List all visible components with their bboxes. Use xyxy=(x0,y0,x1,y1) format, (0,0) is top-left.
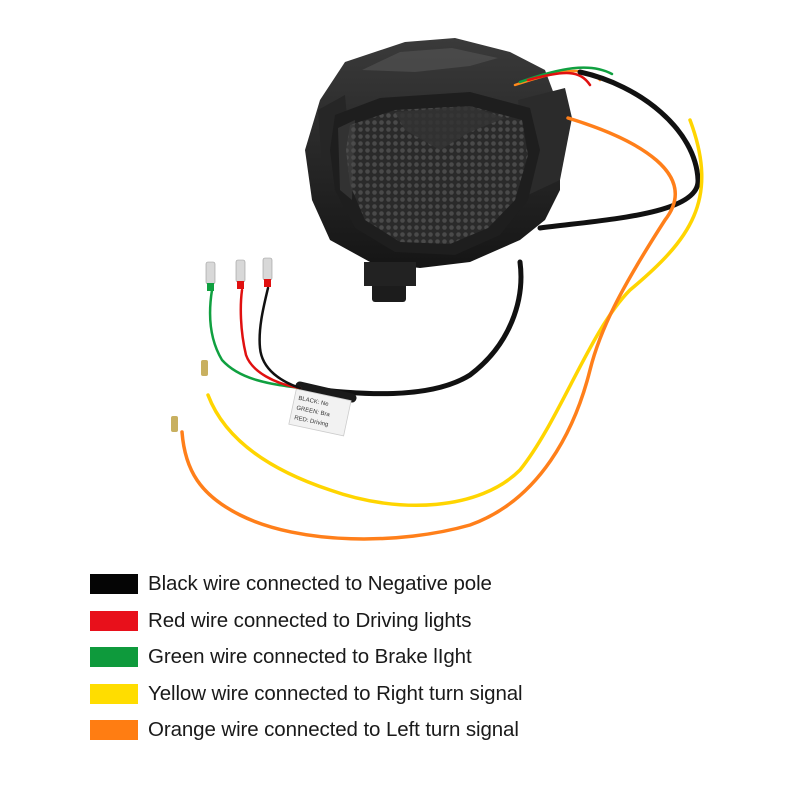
legend-label-red: Red wire connected to Driving lights xyxy=(148,608,472,632)
tail-light-housing xyxy=(305,38,572,302)
product-photo: BLACK: Ne GREEN: Bra RED: Driving xyxy=(171,38,704,541)
legend-row-red: Red wire connected to Driving lights xyxy=(90,603,770,640)
legend-row-yellow: Yellow wire connected to Right turn sign… xyxy=(90,676,770,713)
red-swatch xyxy=(90,610,138,631)
wire-terminals xyxy=(171,257,273,432)
black-swatch xyxy=(90,574,138,595)
legend-row-green: Green wire connected to Brake lIght xyxy=(90,639,770,676)
yellow-swatch xyxy=(90,683,138,704)
legend-label-black: Black wire connected to Negative pole xyxy=(148,572,492,596)
legend-label-yellow: Yellow wire connected to Right turn sign… xyxy=(148,681,523,705)
legend-label-orange: Orange wire connected to Left turn signa… xyxy=(148,718,519,742)
wire-color-legend: Black wire connected to Negative pole Re… xyxy=(90,566,770,749)
legend-row-black: Black wire connected to Negative pole xyxy=(90,566,770,603)
green-swatch xyxy=(90,647,138,668)
legend-label-green: Green wire connected to Brake lIght xyxy=(148,645,472,669)
legend-row-orange: Orange wire connected to Left turn signa… xyxy=(90,712,770,749)
orange-swatch xyxy=(90,720,138,741)
wire-label-tag: BLACK: Ne GREEN: Bra RED: Driving xyxy=(288,388,352,437)
wiring-harness: BLACK: Ne GREEN: Bra RED: Driving xyxy=(180,66,704,541)
